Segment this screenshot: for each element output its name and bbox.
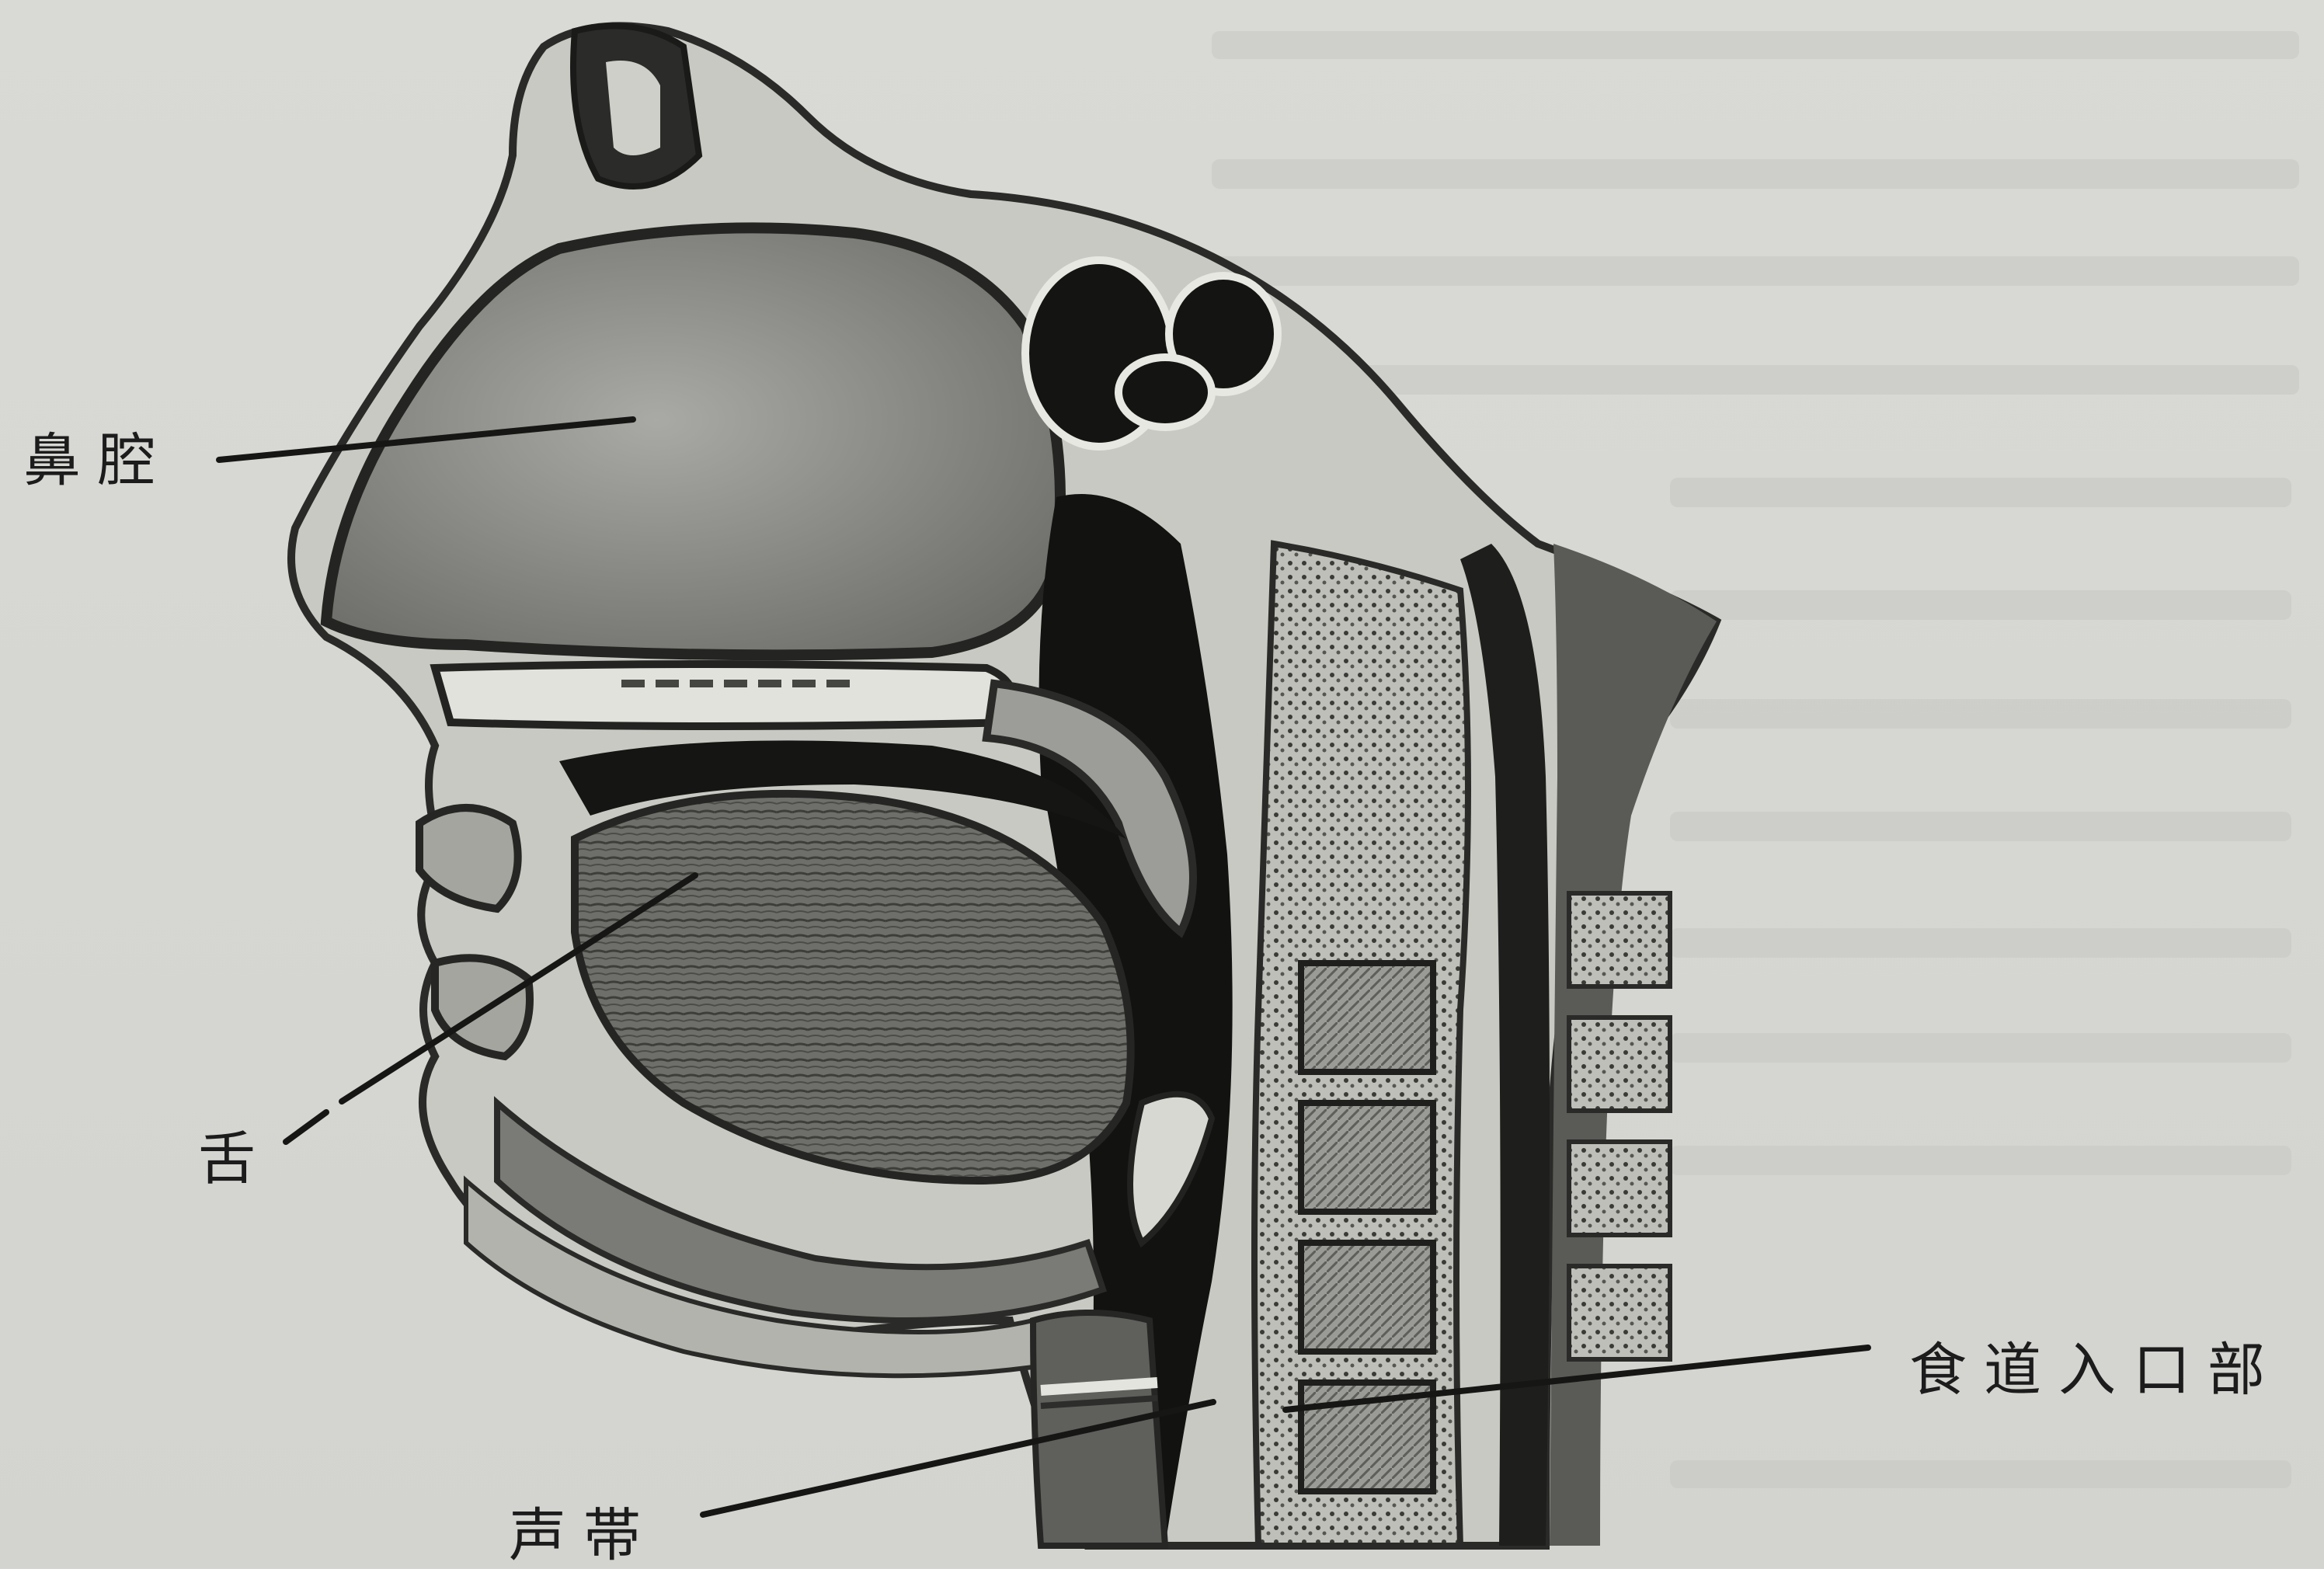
label-tongue: 舌 [198,1130,273,1188]
vocal-fold [1041,1383,1157,1390]
label-vocal-cords: 声帯 [509,1507,658,1564]
hard-palate [435,664,1014,726]
label-esophageal-entrance: 食道入口部 [1909,1341,2282,1399]
leader-line-tongue [286,1112,326,1142]
label-nasal-cavity: 鼻腔 [23,432,172,489]
